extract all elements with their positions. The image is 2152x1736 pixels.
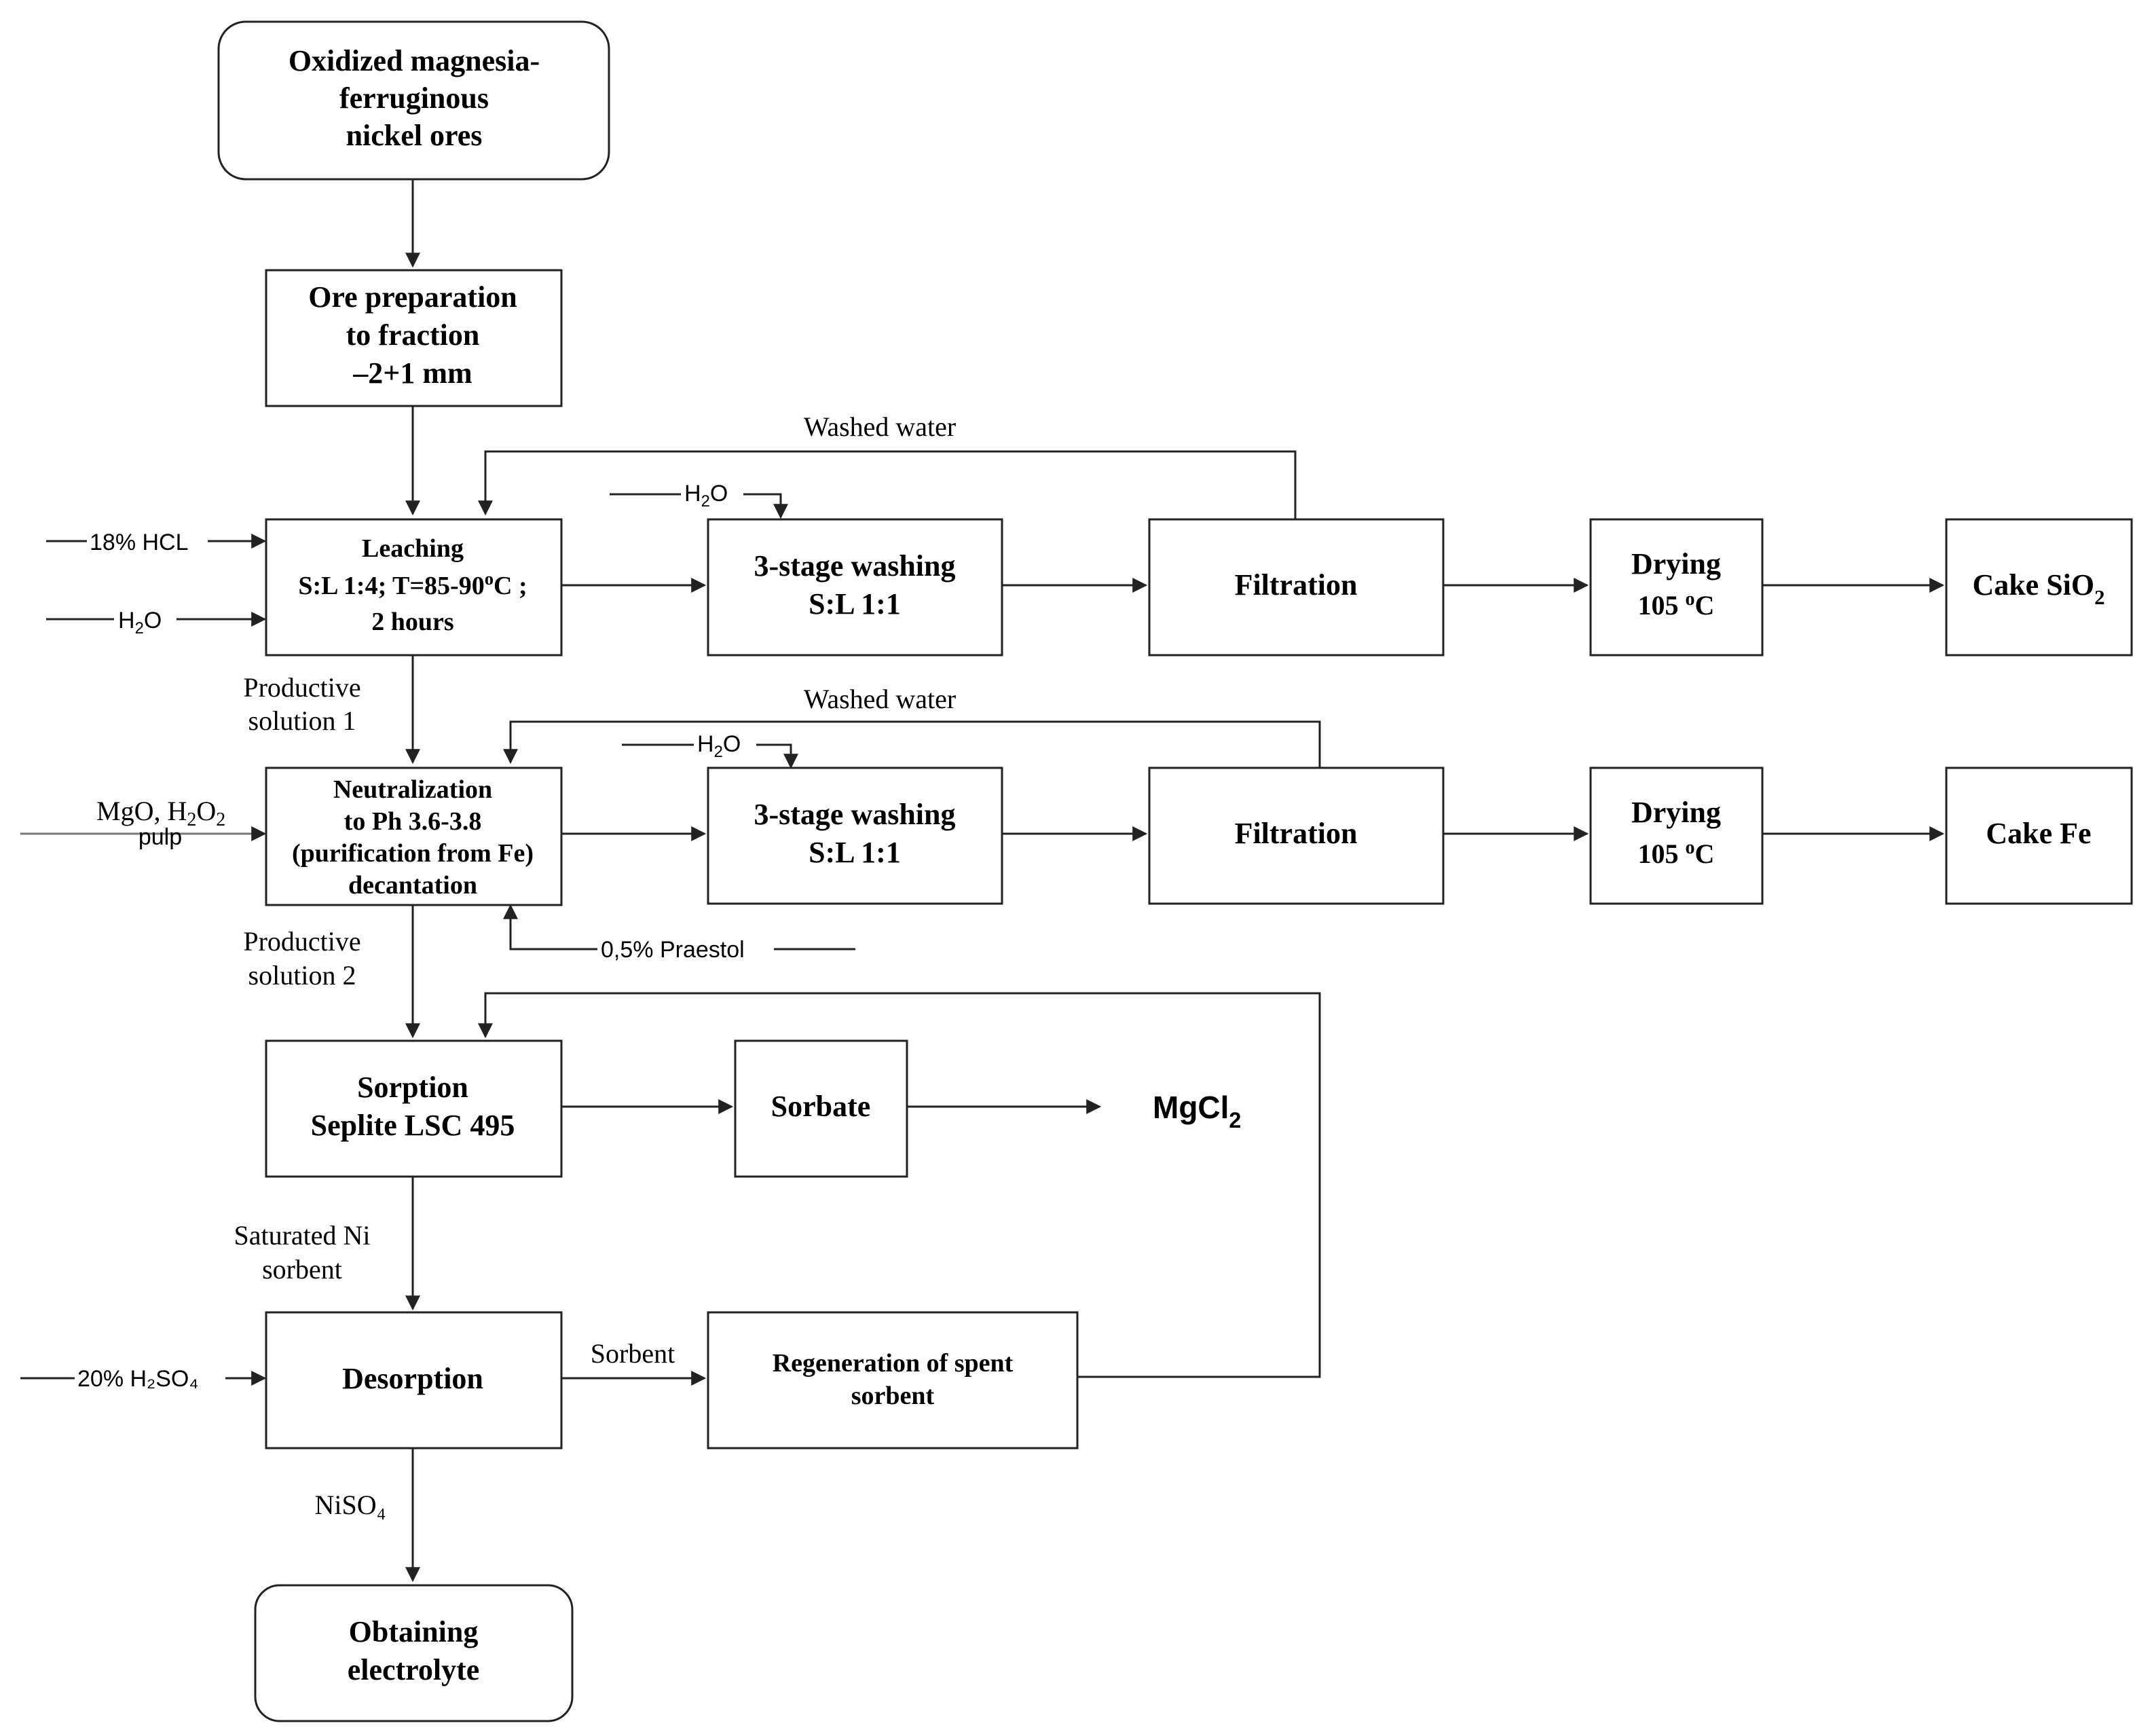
node-ore: Oxidized magnesia- ferruginous nickel or… [217,20,610,181]
arrow-h2o-wash1-in [610,493,788,519]
node-neutral-line-2: to Ph 3.6-3.8 [344,807,482,836]
node-dry2-title: Drying [1631,796,1721,829]
flow-labels: Washed water Washed water 18% HCL H2O H2… [75,411,956,1520]
node-cake2-label: Cake Fe [1986,817,2091,850]
label-saturated-line-1: Saturated Ni [234,1220,370,1251]
node-mgcl-label: MgCl2 [1153,1090,1241,1132]
node-neutral-line-3: (purification from Fe) [292,839,534,868]
label-praestol: 0,5% Praestol [601,937,745,963]
arrow-h2o-wash2-in [622,743,798,769]
node-mgcl2: MgCl2 [1153,1090,1241,1132]
node-leaching-title: Leaching [362,534,464,563]
node-dry1-title: Drying [1631,547,1721,580]
node-cake1-label: Cake SiO2 [1972,568,2104,609]
arrow-washed-water-1 [478,450,1297,519]
node-sorption: Sorption Seplite LSC 495 [265,1039,563,1178]
node-leaching-conditions: S:L 1:4; T=85-90oC ; [298,568,527,600]
label-niso4: NiSO₄ [314,1490,386,1520]
node-filtration-1: Filtration [1148,518,1445,657]
node-filt2-label: Filtration [1235,817,1358,850]
label-hcl: 18% HCL [90,530,189,555]
node-sorption-line-2: Seplite LSC 495 [311,1109,515,1142]
node-wash2-line-2: S:L 1:1 [809,836,901,869]
node-wash-1: 3-stage washing S:L 1:1 [707,518,1003,657]
label-h2so4: 20% H₂SO₄ [77,1366,198,1392]
label-productive-2-line-2: solution 2 [248,960,356,991]
arrow-washed-water-2 [503,720,1321,767]
label-sorbent: Sorbent [591,1338,675,1369]
label-h2o-wash1: H2O [684,481,728,511]
label-h2o-leach: H2O [118,608,162,638]
node-electrolyte: Obtaining electrolyte [254,1584,574,1722]
label-productive-2-line-1: Productive [243,926,360,957]
label-washed-water-2: Washed water [804,684,956,714]
node-wash1-line-1: 3-stage washing [754,549,955,583]
node-sorption-line-1: Sorption [357,1071,468,1104]
node-prep-line-2: to fraction [346,318,480,352]
node-ore-line-1: Oxidized magnesia- [289,44,540,77]
arrow-regen-to-sorption [478,992,1321,1378]
label-productive-1-line-2: solution 1 [248,705,356,736]
node-prep-line-1: Ore preparation [308,280,517,314]
node-ore-line-3: nickel ores [346,119,483,152]
node-regeneration: Regeneration of spent sorbent [707,1311,1079,1449]
label-washed-water-1: Washed water [804,411,956,442]
node-drying-2: Drying 105 oC [1589,767,1764,905]
node-leaching-duration: 2 hours [371,608,453,636]
label-pulp: pulp [138,824,182,850]
label-saturated-line-2: sorbent [262,1254,342,1285]
node-ore-line-2: ferruginous [339,81,489,115]
node-wash1-line-2: S:L 1:1 [809,587,901,621]
node-electrolyte-line-2: electrolyte [348,1653,480,1686]
node-dry1-temp: 105 oC [1638,589,1715,621]
node-dry2-temp: 105 oC [1638,837,1715,869]
node-neutral-line-4: decantation [348,871,477,900]
node-prep-line-3: –2+1 mm [352,356,472,390]
label-mgo: MgO, H2O2 [96,796,225,830]
node-neutralization: Neutralization to Ph 3.6-3.8 (purificati… [265,767,563,906]
node-sorbate: Sorbate [734,1039,908,1178]
node-electrolyte-line-1: Obtaining [349,1615,479,1648]
node-sorbate-label: Sorbate [771,1090,871,1123]
node-regen-line-2: sorbent [851,1382,935,1410]
node-desorption-label: Desorption [342,1362,483,1395]
node-filt1-label: Filtration [1235,568,1358,602]
node-drying-1: Drying 105 oC [1589,518,1764,657]
node-leaching: Leaching S:L 1:4; T=85-90oC ; 2 hours [265,518,563,657]
node-desorption: Desorption [265,1311,563,1449]
node-wash2-line-1: 3-stage washing [754,798,955,831]
node-wash-2: 3-stage washing S:L 1:1 [707,767,1003,905]
node-regen-line-1: Regeneration of spent [773,1349,1014,1378]
label-productive-1-line-1: Productive [243,672,360,703]
node-cake-sio2: Cake SiO2 [1945,518,2133,657]
node-filtration-2: Filtration [1148,767,1445,905]
node-cake-fe: Cake Fe [1945,767,2133,905]
node-ore-preparation: Ore preparation to fraction –2+1 mm [265,269,563,407]
node-neutral-line-1: Neutralization [333,775,492,804]
label-h2o-wash2: H2O [697,731,741,761]
